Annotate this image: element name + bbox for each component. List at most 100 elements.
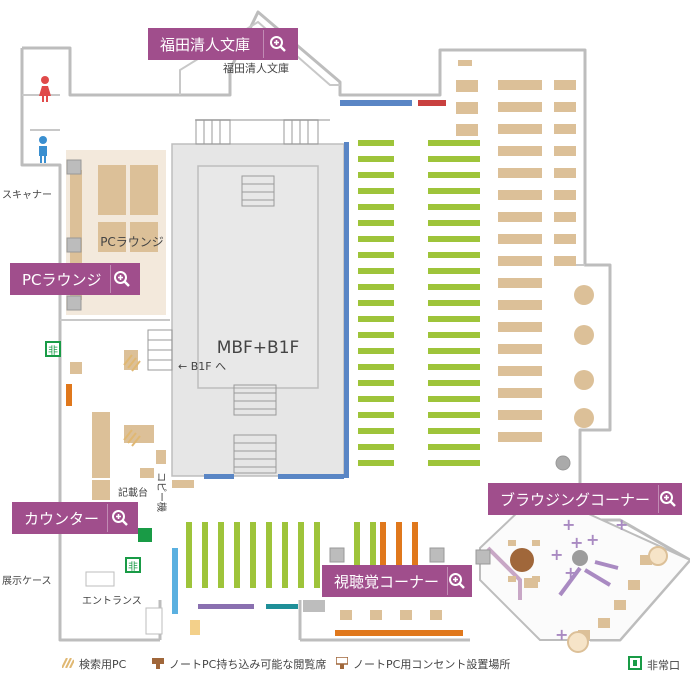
fukuda-callout-label: 福田清人文庫	[160, 35, 251, 54]
round-table	[574, 325, 594, 345]
legend-laptop-seat: ノートPC持ち込み可能な閲覧席	[152, 656, 326, 672]
bookshelf	[298, 522, 304, 588]
bookshelf	[314, 522, 320, 588]
bookshelf	[218, 522, 224, 588]
reading-desk	[498, 190, 542, 200]
bookshelf	[428, 188, 480, 194]
b1f-arrow-label: ← B1F へ	[178, 360, 226, 373]
bookshelf	[358, 364, 394, 370]
bookshelf	[234, 522, 240, 588]
zoom-in-icon[interactable]	[263, 30, 292, 58]
round-table	[574, 408, 594, 428]
floor-label: MBF+B1F	[217, 338, 300, 358]
reading-desk	[498, 168, 542, 178]
bookshelf	[428, 332, 480, 338]
pc-lounge-callout[interactable]: PCラウンジ	[10, 263, 140, 295]
legend-search-pc: 検索用PC	[61, 656, 126, 672]
pc-lounge-desks	[70, 165, 158, 300]
reading-desk	[456, 124, 478, 136]
bookshelf	[428, 156, 480, 162]
display-case-label: 展示ケース	[2, 575, 52, 587]
bookshelf	[358, 348, 394, 354]
bookshelf	[358, 236, 394, 242]
legend-emergency-exit-label: 非常口	[647, 658, 680, 672]
bookshelf	[358, 428, 394, 434]
zoom-in-icon[interactable]	[109, 265, 134, 293]
outlet-seat-legend-icon	[335, 655, 349, 672]
central-stacks-block	[147, 100, 446, 479]
fukuda-collection-callout[interactable]: 福田清人文庫	[148, 28, 298, 60]
round-table	[574, 285, 594, 305]
browsing-corner-callout[interactable]: ブラウジングコーナー	[488, 483, 682, 515]
reading-desk	[554, 102, 576, 112]
reading-desk	[498, 212, 542, 222]
reading-desk	[554, 234, 576, 244]
bookshelf	[358, 444, 394, 450]
reading-desk	[554, 190, 576, 200]
av-corner-shelves	[303, 522, 463, 636]
bookshelf	[358, 172, 394, 178]
scanner-label: スキャナー	[2, 189, 52, 201]
fukuda-caption: 福田清人文庫	[223, 61, 289, 75]
bookshelf	[358, 204, 394, 210]
reading-desk	[498, 278, 542, 288]
reading-desk	[456, 80, 478, 92]
svg-text:非: 非	[128, 561, 138, 573]
reading-desk	[554, 168, 576, 178]
bookshelf	[428, 412, 480, 418]
reading-desk	[498, 256, 542, 266]
bookshelf	[202, 522, 208, 588]
browsing-corner[interactable]: +++ ++++	[479, 509, 690, 653]
outer-walls	[20, 10, 690, 642]
reading-desk	[498, 146, 542, 156]
svg-text:+: +	[550, 545, 563, 564]
bookshelf	[358, 252, 394, 258]
zoom-in-icon[interactable]	[447, 567, 466, 595]
bookshelf	[428, 172, 480, 178]
bookshelf	[358, 220, 394, 226]
counter-desk[interactable]	[138, 528, 152, 542]
browsing-callout-label: ブラウジングコーナー	[500, 490, 651, 509]
reading-desks	[456, 60, 576, 442]
bookshelf	[428, 380, 480, 386]
pc-lounge-caption: PCラウンジ	[100, 235, 164, 249]
av-corner-callout[interactable]: 視聴覚コーナー	[322, 565, 472, 597]
bookshelf	[358, 460, 394, 466]
bookshelf	[428, 236, 480, 242]
reading-desk	[498, 234, 542, 244]
svg-text:+: +	[570, 533, 583, 552]
svg-text:+: +	[564, 563, 577, 582]
reading-desk	[498, 366, 542, 376]
reading-desk	[498, 388, 542, 398]
counter-callout[interactable]: カウンター	[12, 502, 138, 534]
legend-outlet-seat: ノートPC用コンセント設置場所	[335, 655, 511, 672]
green-bookshelves	[186, 140, 480, 588]
av-callout-label: 視聴覚コーナー	[334, 572, 440, 591]
zoom-in-icon[interactable]	[658, 485, 677, 513]
reading-desk	[498, 322, 542, 332]
bookshelf	[250, 522, 256, 588]
bookshelf	[358, 332, 394, 338]
bookshelf	[358, 140, 394, 146]
bookshelf	[358, 284, 394, 290]
pc-lounge-callout-label: PCラウンジ	[22, 270, 102, 289]
legend-outlet-seat-label: ノートPC用コンセント設置場所	[353, 658, 511, 671]
reading-desk	[498, 300, 542, 310]
bookshelf	[358, 316, 394, 322]
bookshelf	[358, 156, 394, 162]
svg-text:+: +	[562, 515, 575, 534]
bookshelf	[428, 284, 480, 290]
left-side-furniture	[70, 350, 194, 635]
search-pc-stations	[123, 354, 141, 447]
bookshelf	[428, 460, 480, 466]
reading-desk	[498, 410, 542, 420]
svg-text:+: +	[615, 515, 628, 534]
zoom-in-icon[interactable]	[107, 504, 132, 532]
bookshelf	[428, 396, 480, 402]
laptop-seat-legend-icon	[152, 657, 164, 672]
bookshelf	[358, 300, 394, 306]
female-restroom-icon	[39, 76, 51, 102]
bookshelf	[428, 252, 480, 258]
emergency-exit-icon: 非	[45, 341, 61, 357]
reading-desk	[498, 124, 542, 134]
